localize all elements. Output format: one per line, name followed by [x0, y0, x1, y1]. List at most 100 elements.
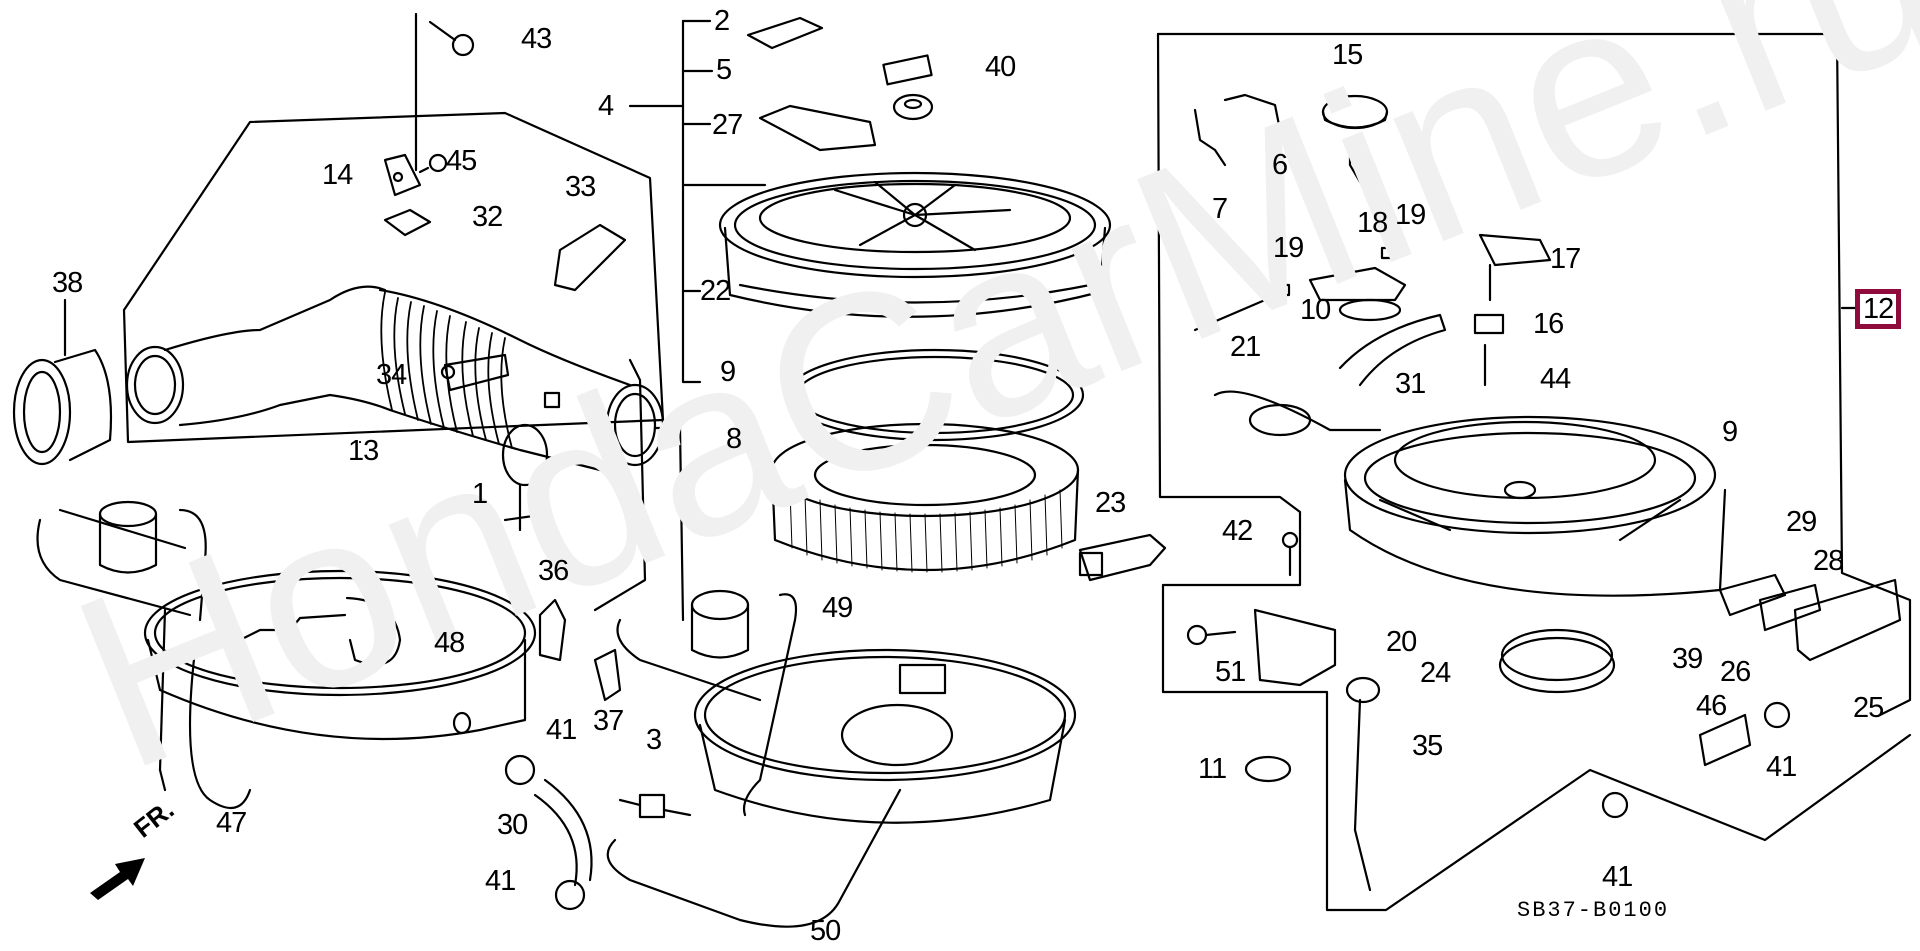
callout-part-24[interactable]: 24 [1420, 657, 1451, 689]
callout-part-32[interactable]: 32 [472, 201, 503, 233]
part-30-hose [533, 778, 593, 887]
part-41-clamp-d [1601, 791, 1629, 819]
callout-part-11[interactable]: 11 [1198, 753, 1227, 785]
part-48-hose [238, 596, 402, 666]
callout-part-26[interactable]: 26 [1720, 656, 1751, 688]
callout-part-15[interactable]: 15 [1332, 39, 1363, 71]
part-19-bushing-b [1380, 246, 1398, 260]
callout-part-25[interactable]: 25 [1853, 692, 1884, 724]
callout-part-3[interactable]: 3 [646, 724, 662, 756]
part-23-bracket [1078, 533, 1167, 582]
part-20-bracket [1253, 608, 1337, 687]
part-41-clamp-a [504, 754, 536, 786]
callout-part-39[interactable]: 39 [1672, 643, 1703, 675]
part-38-intake-funnel [12, 298, 113, 466]
callout-part-42[interactable]: 42 [1222, 515, 1253, 547]
callout-part-41[interactable]: 41 [546, 714, 577, 746]
callout-part-45[interactable]: 45 [446, 145, 477, 177]
callout-part-10[interactable]: 10 [1300, 294, 1331, 326]
callout-part-46[interactable]: 46 [1696, 690, 1727, 722]
callout-part-2[interactable]: 2 [714, 5, 730, 37]
group-frame-lower-left [593, 358, 647, 612]
part-49-hose [742, 593, 798, 817]
part-32-clip [383, 208, 432, 237]
part-27-pad [758, 104, 877, 152]
drawing-code: SB37-B0100 [1517, 898, 1670, 923]
callout-part-31[interactable]: 31 [1395, 368, 1426, 400]
callout-part-14[interactable]: 14 [322, 159, 353, 191]
part-51-bolt [1186, 624, 1237, 646]
callout-part-28[interactable]: 28 [1813, 545, 1844, 577]
callout-part-8[interactable]: 8 [726, 423, 742, 455]
callout-part-51[interactable]: 51 [1215, 656, 1246, 688]
callout-part-40[interactable]: 40 [985, 51, 1016, 83]
callout-part-49[interactable]: 49 [822, 592, 853, 624]
callout-part-41[interactable]: 41 [1602, 861, 1633, 893]
part-3-valve [618, 793, 692, 819]
callout-part-17[interactable]: 17 [1550, 243, 1581, 275]
callout-part-18[interactable]: 18 [1357, 207, 1388, 239]
part-12-housing [1213, 390, 1727, 597]
callout-12-highlighted[interactable]: 12 [1855, 289, 1902, 329]
part-24-seal-ring [1498, 628, 1616, 694]
part-9-gasket-left [785, 348, 1085, 442]
part-lower-housing-left [36, 500, 537, 810]
callout-part-4[interactable]: 4 [598, 90, 614, 122]
callout-part-43[interactable]: 43 [521, 23, 552, 55]
callout-part-20[interactable]: 20 [1386, 626, 1417, 658]
part-26-gasket [1718, 573, 1787, 617]
callout-part-41[interactable]: 41 [485, 865, 516, 897]
callout-part-50[interactable]: 50 [810, 915, 841, 947]
callout-part-19[interactable]: 19 [1273, 232, 1304, 264]
part-15-actuator [1321, 94, 1389, 184]
callout-part-9[interactable]: 9 [720, 356, 736, 388]
callout-part-27[interactable]: 27 [712, 109, 743, 141]
front-direction-arrow-icon [90, 858, 145, 900]
callout-part-47[interactable]: 47 [216, 807, 247, 839]
callout-part-23[interactable]: 23 [1095, 487, 1126, 519]
callout-part-30[interactable]: 30 [497, 809, 528, 841]
part-18-valve-plate [1308, 266, 1407, 322]
callout-part-34[interactable]: 34 [376, 359, 407, 391]
part-14-clip [383, 153, 422, 197]
callout-part-36[interactable]: 36 [538, 555, 569, 587]
callout-part-6[interactable]: 6 [1272, 149, 1288, 181]
part-16-mount [1473, 313, 1505, 335]
callout-part-41[interactable]: 41 [1766, 751, 1797, 783]
callout-part-1[interactable]: 1 [472, 478, 488, 510]
callout-part-9[interactable]: 9 [1722, 416, 1738, 448]
part-37-clip [593, 648, 622, 702]
callout-part-35[interactable]: 35 [1412, 730, 1443, 762]
part-21-rod [1193, 298, 1267, 332]
part-46-pipe [1698, 713, 1752, 767]
callout-part-37[interactable]: 37 [593, 705, 624, 737]
part-31-strap [1338, 313, 1447, 387]
callout-part-33[interactable]: 33 [565, 171, 596, 203]
callout-part-7[interactable]: 7 [1212, 193, 1228, 225]
part-43-bolt [428, 20, 475, 57]
callout-part-16[interactable]: 16 [1533, 308, 1564, 340]
callout-part-44[interactable]: 44 [1540, 363, 1571, 395]
part-11-cap [1244, 755, 1292, 783]
callout-part-21[interactable]: 21 [1230, 331, 1261, 363]
callout-part-22[interactable]: 22 [700, 275, 731, 307]
callout-part-13[interactable]: 13 [348, 435, 379, 467]
part-41-clamp-b [554, 879, 586, 911]
part-41-clamp-c [1763, 701, 1791, 729]
callout-part-29[interactable]: 29 [1786, 506, 1817, 538]
part-1-clamp [501, 423, 549, 542]
part-34-clip [440, 353, 510, 392]
part-17-sensor [1478, 233, 1552, 302]
part-6-clip [1223, 93, 1282, 132]
part-13-intake-duct [125, 285, 685, 622]
part-19-bushing-a [1273, 283, 1291, 297]
group-frame-lid [628, 19, 767, 384]
part-40-clip [882, 54, 933, 86]
callout-part-38[interactable]: 38 [52, 267, 83, 299]
callout-part-5[interactable]: 5 [716, 54, 732, 86]
callout-part-48[interactable]: 48 [434, 627, 465, 659]
callout-part-19[interactable]: 19 [1395, 199, 1426, 231]
part-2-seal [746, 16, 824, 50]
part-42-screw [1281, 531, 1299, 577]
